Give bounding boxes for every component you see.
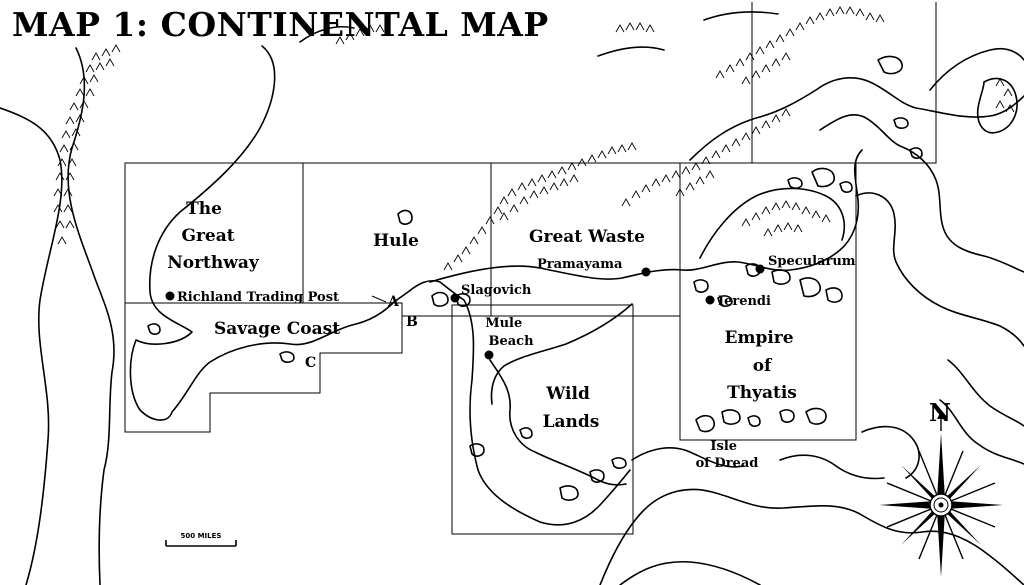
specularum-dot: [755, 264, 765, 274]
mule-beach-dot: [484, 350, 494, 360]
label-ierendi: Ierendi: [718, 294, 771, 309]
region-great-waste: Great Waste: [529, 227, 645, 247]
label-pramayama: Pramayama: [537, 257, 623, 272]
richland-trading-post-dot: [165, 291, 175, 301]
pramayama-dot: [641, 267, 651, 277]
scale-bar: 500 MILES: [165, 532, 237, 547]
marker-a: A: [387, 294, 400, 310]
region-empire-of-thyatis: Empire of Thyatis: [725, 328, 800, 403]
marker-b: B: [406, 314, 418, 330]
coastlines: [0, 11, 1024, 585]
region-frames: [124, 2, 937, 535]
ierendi-dot: [705, 295, 715, 305]
compass-north-label: N: [929, 398, 951, 427]
region-great-northway: The Great Northway: [167, 199, 260, 273]
marker-c: C: [305, 355, 316, 371]
label-specularum: Specularum: [768, 254, 856, 269]
label-isle-of-dread: Isle of Dread: [696, 439, 759, 471]
region-wild-lands: Wild Lands: [543, 384, 600, 432]
label-richland-trading-post: Richland Trading Post: [177, 290, 339, 305]
slagovich-dot: [450, 293, 460, 303]
region-hule: Hule: [373, 231, 419, 251]
map-title: MAP 1: CONTINENTAL MAP: [12, 5, 549, 44]
compass-rose: [879, 411, 1003, 577]
mountain-ranges: [53, 6, 1015, 271]
label-mule-beach: Mule Beach: [485, 316, 534, 349]
city-markers: [165, 264, 765, 360]
islands: [147, 55, 923, 501]
label-slagovich: Slagovich: [461, 283, 532, 298]
scale-label: 500 MILES: [181, 532, 222, 540]
region-savage-coast: Savage Coast: [214, 319, 340, 339]
